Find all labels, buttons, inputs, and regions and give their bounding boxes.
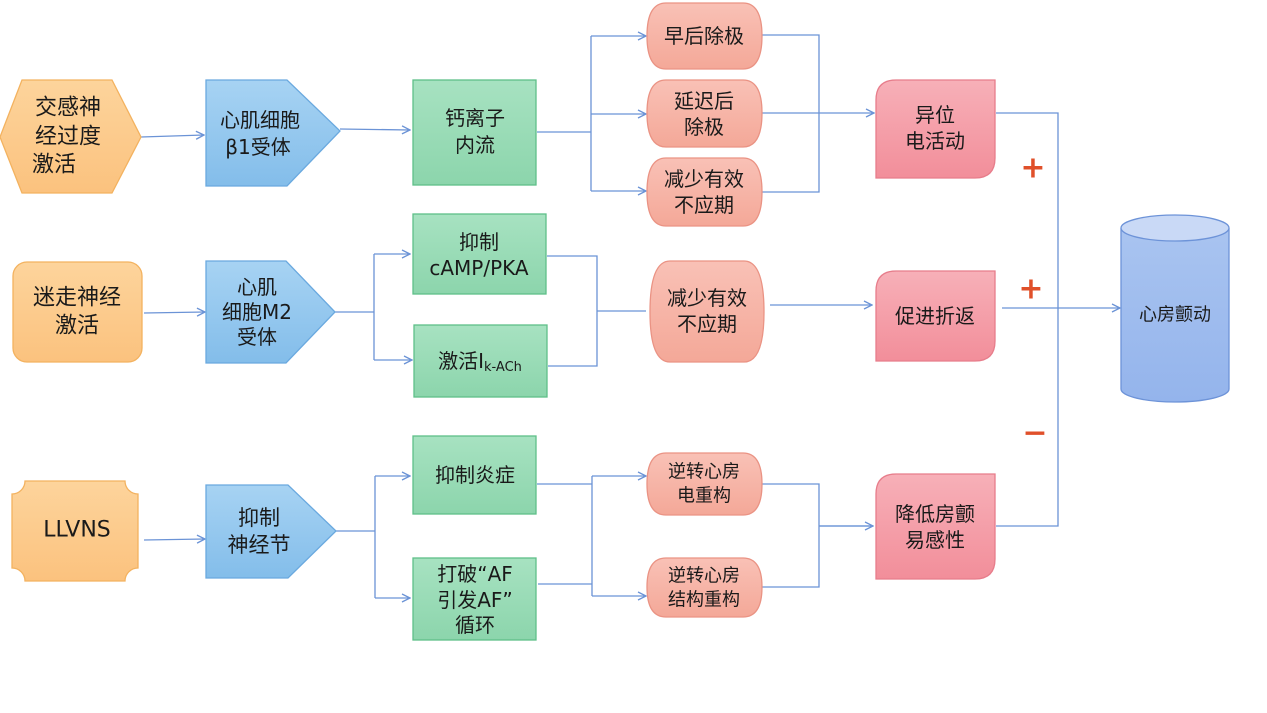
sign-susceptibility-negative: − (1022, 416, 1047, 451)
node-erp2-line-1: 减少有效 (667, 286, 747, 310)
node-beta1-line-1: 心肌细胞 (220, 108, 300, 132)
edge-vagal-m2 (143, 312, 205, 313)
node-af-cycle[interactable]: 打破“AF 引发AF” 循环 (412, 557, 537, 641)
node-ectopic[interactable]: 异位 电活动 (875, 79, 996, 179)
node-af-cycle-line-3: 循环 (455, 613, 495, 637)
node-struct-remodel-line-2: 结构重构 (668, 590, 740, 611)
node-vagal[interactable]: 迷走神经 激活 (12, 261, 143, 363)
node-susceptibility-line-1: 降低房颤 (895, 502, 975, 526)
node-dad-line-2: 除极 (684, 115, 724, 139)
node-camp[interactable]: 抑制 cAMP/PKA (412, 213, 547, 295)
node-m2-line-1: 心肌 (237, 275, 277, 299)
edge-camp-ikach-bus (547, 255, 646, 367)
edge-calcium-bus (537, 36, 592, 191)
edge-beta1-calcium (339, 129, 410, 130)
node-ganglion-line-2: 神经节 (228, 533, 291, 557)
node-vagal-line-1: 迷走神经 (33, 286, 121, 311)
node-calcium-line-1: 钙离子 (445, 106, 505, 130)
node-sympathetic-line-1: 交感神 (35, 96, 101, 121)
edge-llvns-ganglion (143, 539, 205, 540)
node-susceptibility-line-2: 易感性 (905, 528, 965, 552)
node-ganglion[interactable]: 抑制 神经节 (205, 484, 337, 579)
node-llvns-line-1: LLVNS (43, 518, 111, 543)
node-struct-remodel-line-1: 逆转心房 (668, 566, 740, 587)
node-ikach[interactable]: 激活Ik-ACh (413, 324, 548, 398)
edge-sympathetic-beta1 (140, 135, 204, 137)
node-camp-line-2: cAMP/PKA (429, 256, 529, 280)
node-m2-line-3: 受体 (237, 325, 277, 349)
node-camp-line-1: 抑制 (459, 230, 499, 254)
node-inflammation[interactable]: 抑制炎症 (412, 435, 537, 515)
node-llvns[interactable]: LLVNS (11, 480, 139, 582)
edge-ead-dad-erp1-bus (762, 34, 820, 193)
node-af-line-1: 心房颤动 (1139, 305, 1211, 326)
node-reentry[interactable]: 促进折返 (875, 270, 996, 362)
node-ikach-main: 激活I (438, 349, 484, 373)
edge-ganglion-bus (336, 476, 376, 598)
node-elec-remodel-line-1: 逆转心房 (668, 462, 740, 483)
edge-inflam-afcycle-bus (537, 476, 593, 596)
node-af[interactable]: 心房颤动 (1120, 214, 1230, 403)
node-struct-remodel[interactable]: 逆转心房 结构重构 (646, 557, 763, 618)
node-vagal-line-2: 激活 (55, 314, 99, 339)
node-erp1-line-1: 减少有效 (664, 167, 744, 191)
node-inflammation-line-1: 抑制炎症 (435, 463, 515, 487)
node-sympathetic[interactable]: 交感神 经过度 激活 (0, 79, 142, 194)
edge-m2-bus (335, 254, 375, 360)
node-sympathetic-line-3: 激活 (32, 153, 76, 178)
sign-reentry-positive: + (1018, 272, 1043, 307)
node-ikach-label: 激活Ik-ACh (438, 349, 522, 375)
sign-ectopic-positive: + (1020, 151, 1045, 186)
node-elec-remodel-line-2: 电重构 (677, 486, 731, 507)
node-calcium[interactable]: 钙离子 内流 (412, 79, 537, 186)
node-erp2[interactable]: 减少有效 不应期 (649, 260, 765, 363)
node-m2-line-2: 细胞M2 (222, 300, 292, 324)
edge-outputs-bus (996, 112, 1059, 527)
node-beta1-line-2: β1受体 (225, 135, 291, 159)
node-reentry-line-1: 促进折返 (895, 304, 975, 328)
node-ikach-subscript: k-ACh (484, 360, 522, 375)
node-ectopic-line-1: 异位 (915, 103, 955, 127)
node-susceptibility[interactable]: 降低房颤 易感性 (875, 473, 996, 580)
connectors (140, 34, 1120, 598)
edge-remodel-bus (762, 483, 873, 588)
node-ead[interactable]: 早后除极 (646, 2, 763, 70)
node-erp2-line-2: 不应期 (677, 312, 737, 336)
node-dad-line-1: 延迟后 (674, 89, 734, 113)
node-dad[interactable]: 延迟后 除极 (646, 79, 763, 148)
node-ectopic-line-2: 电活动 (905, 129, 965, 153)
node-ead-line-1: 早后除极 (664, 24, 744, 48)
node-m2[interactable]: 心肌 细胞M2 受体 (205, 260, 336, 364)
node-af-cycle-line-1: 打破“AF (437, 562, 513, 586)
node-af-cycle-line-2: 引发AF” (437, 588, 513, 612)
node-sympathetic-line-2: 经过度 (35, 125, 101, 150)
node-calcium-line-2: 内流 (455, 133, 495, 157)
node-erp1[interactable]: 减少有效 不应期 (646, 157, 763, 227)
node-ganglion-line-1: 抑制 (238, 506, 280, 530)
nodes: 交感神 经过度 激活 心肌细胞 β1受体 钙离子 内流 早后除极 延迟后 除极 … (0, 2, 1230, 641)
node-erp1-line-2: 不应期 (674, 193, 734, 217)
influence-signs: + + − (1018, 151, 1047, 451)
node-beta1[interactable]: 心肌细胞 β1受体 (205, 79, 341, 187)
node-elec-remodel[interactable]: 逆转心房 电重构 (646, 452, 763, 516)
